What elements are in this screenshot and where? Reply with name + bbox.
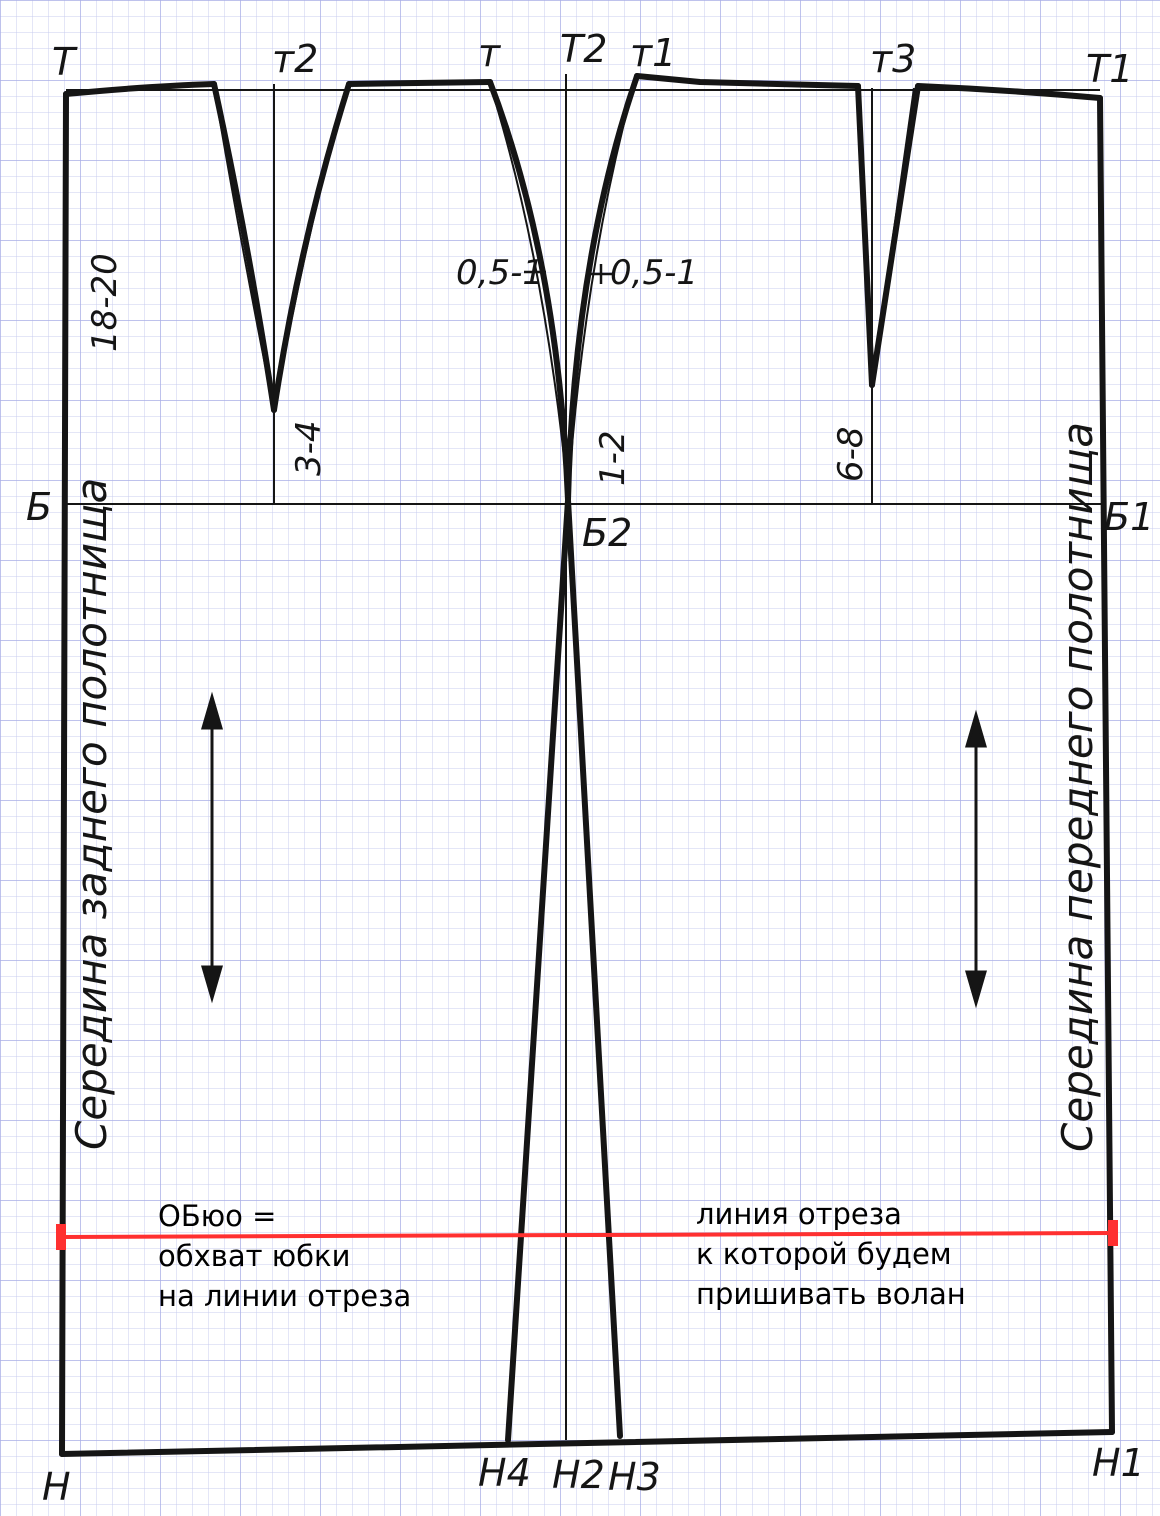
back-waist-seg1 — [63, 81, 217, 97]
dim-front-side-curve: 0,5-1 — [610, 253, 698, 293]
dim-side-shift: 1-2 — [593, 430, 633, 486]
label-B1: Б1 — [1104, 495, 1154, 539]
dimension-ticks — [524, 264, 612, 284]
back-side-seam-lower — [505, 497, 571, 1443]
cut-line — [56, 1220, 1118, 1250]
front-grain-arrow-icon — [965, 709, 987, 1009]
front-waist-seg1 — [634, 73, 861, 89]
label-N3: Н3 — [608, 1455, 661, 1499]
note-right-line-3: пришивать волан — [696, 1277, 966, 1311]
front-side-seam-lower — [565, 497, 623, 1439]
label-N1: Н1 — [1092, 1441, 1145, 1485]
front-center-label: Середина переднего полотнища — [1053, 422, 1102, 1152]
side-labels: Середина заднего полотнища Середина пере… — [67, 422, 1102, 1152]
dim-front-dart: 6-8 — [831, 426, 871, 482]
label-B2: Б2 — [582, 511, 632, 555]
cut-line-left-mark — [56, 1224, 66, 1250]
note-left-line-3: на линии отреза — [158, 1279, 412, 1313]
front-center-line — [1097, 95, 1115, 1435]
note-right-line-2: к которой будем — [696, 1237, 952, 1271]
note-left-skirt-girth: ОБюо = обхват юбки на линии отреза — [158, 1196, 411, 1316]
label-T: Т — [52, 40, 78, 84]
back-dart-left — [211, 81, 277, 413]
note-right-line-1: линия отреза — [696, 1197, 902, 1231]
front-side-curve — [565, 73, 640, 503]
label-t3: т3 — [870, 37, 916, 81]
label-T2: Т2 — [560, 27, 607, 71]
front-dart-left — [855, 83, 875, 388]
label-t1: т1 — [630, 31, 676, 75]
hem-line — [59, 1429, 1115, 1457]
grain-arrows — [201, 691, 987, 1009]
label-N2: Н2 — [552, 1453, 605, 1497]
front-dart-right — [869, 83, 921, 388]
back-grain-arrow-icon — [201, 691, 223, 1004]
cut-line-right-mark — [1108, 1220, 1118, 1246]
back-waist-seg2 — [346, 79, 493, 87]
label-t: т — [478, 31, 502, 75]
label-N: Н — [42, 1465, 71, 1509]
label-N4: Н4 — [478, 1451, 531, 1495]
dim-hip-depth: 18-20 — [85, 253, 125, 352]
dim-back-dart: 3-4 — [289, 420, 329, 476]
note-left-line-2: обхват юбки — [158, 1239, 351, 1273]
label-B: Б — [26, 485, 52, 529]
dimension-labels: 18-20 3-4 1-2 6-8 0,5-1 0,5-1 — [85, 253, 871, 486]
back-dart-right — [271, 81, 352, 413]
back-side-curve — [487, 79, 571, 503]
point-labels: Т т2 т Т2 т1 т3 Т1 Б Б2 Б1 Н Н4 Н2 Н3 Н1 — [26, 27, 1154, 1509]
note-left-line-1: ОБюо = — [158, 1199, 277, 1233]
label-T1: Т1 — [1086, 47, 1133, 91]
front-waist-seg2 — [915, 83, 1103, 101]
label-t2: т2 — [272, 37, 318, 81]
back-center-label: Середина заднего полотнища — [67, 478, 116, 1150]
note-right-cut-line: линия отреза к которой будем пришивать в… — [696, 1194, 966, 1314]
